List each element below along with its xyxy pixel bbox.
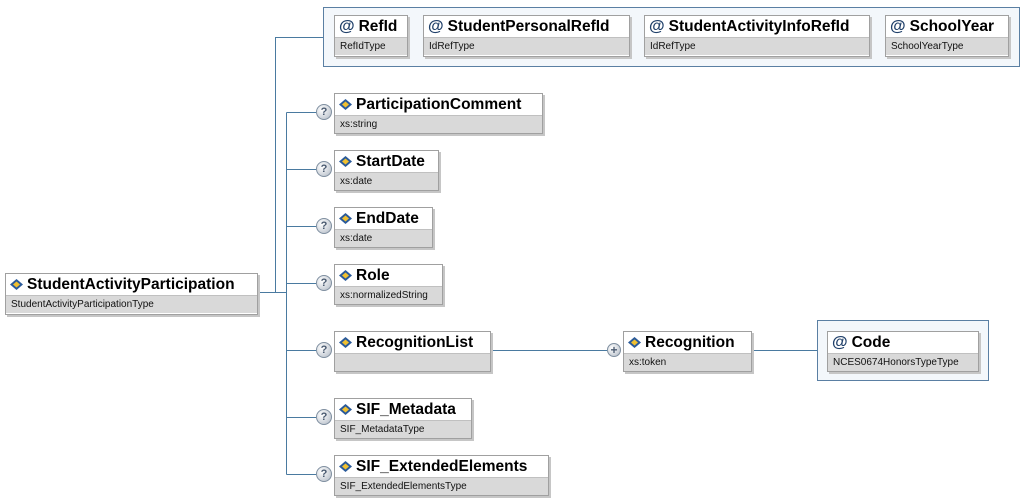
element-type: xs:date [335, 229, 432, 247]
element-icon [628, 337, 641, 348]
element-name: RecognitionList [356, 333, 474, 351]
attribute-name: StudentActivityInfoRefId [668, 17, 850, 35]
element-type: xs:string [335, 115, 542, 133]
element-role[interactable]: Role xs:normalizedString [334, 264, 443, 305]
root-element-name: StudentActivityParticipation [27, 275, 235, 293]
optional-marker: ? [316, 342, 332, 358]
element-icon [339, 404, 352, 415]
optional-marker: ? [316, 218, 332, 234]
element-name: Role [356, 266, 390, 284]
attribute-type: IdRefType [645, 37, 869, 55]
element-name: Recognition [645, 333, 735, 351]
root-element-type: StudentActivityParticipationType [6, 295, 257, 313]
attribute-at-icon: @ [649, 17, 665, 35]
element-icon [339, 213, 352, 224]
element-name: StartDate [356, 152, 425, 170]
attribute-type: SchoolYearType [886, 37, 1008, 55]
attribute-schoolyear[interactable]: @SchoolYear SchoolYearType [885, 15, 1009, 57]
element-icon [339, 270, 352, 281]
attribute-name: Code [851, 333, 891, 351]
element-icon [339, 337, 352, 348]
element-icon [339, 461, 352, 472]
element-icon [339, 156, 352, 167]
attribute-refid[interactable]: @RefId RefIdType [334, 15, 408, 57]
attribute-at-icon: @ [428, 17, 444, 35]
element-startdate[interactable]: StartDate xs:date [334, 150, 439, 191]
attribute-studentpersonalrefid[interactable]: @StudentPersonalRefId IdRefType [423, 15, 630, 57]
element-icon [339, 99, 352, 110]
optional-marker: ? [316, 409, 332, 425]
element-type: xs:normalizedString [335, 286, 442, 304]
element-type: SIF_MetadataType [335, 420, 471, 438]
attribute-name: SchoolYear [909, 17, 995, 35]
element-name: EndDate [356, 209, 419, 227]
element-recognitionlist[interactable]: RecognitionList [334, 331, 491, 372]
element-recognition[interactable]: Recognition xs:token [623, 331, 752, 372]
element-name: SIF_ExtendedElements [356, 457, 528, 475]
attribute-type: IdRefType [424, 37, 629, 55]
root-element-box[interactable]: StudentActivityParticipation StudentActi… [5, 273, 258, 315]
attribute-name: StudentPersonalRefId [447, 17, 610, 35]
element-type [335, 353, 490, 371]
optional-marker: ? [316, 275, 332, 291]
element-type: xs:date [335, 172, 438, 190]
element-sif-extendedelements[interactable]: SIF_ExtendedElements SIF_ExtendedElement… [334, 455, 549, 496]
attribute-at-icon: @ [339, 17, 355, 35]
element-participationcomment[interactable]: ParticipationComment xs:string [334, 93, 543, 134]
attribute-type: RefIdType [335, 37, 407, 55]
attribute-code[interactable]: @Code NCES0674HonorsTypeType [827, 331, 979, 372]
element-enddate[interactable]: EndDate xs:date [334, 207, 433, 248]
attribute-type: NCES0674HonorsTypeType [828, 353, 978, 371]
optional-marker: ? [316, 104, 332, 120]
element-type: SIF_ExtendedElementsType [335, 477, 548, 495]
element-sif-metadata[interactable]: SIF_Metadata SIF_MetadataType [334, 398, 472, 439]
element-icon [10, 279, 23, 290]
attribute-studentactivityinforefid[interactable]: @StudentActivityInfoRefId IdRefType [644, 15, 870, 57]
optional-marker: ? [316, 161, 332, 177]
attribute-at-icon: @ [890, 17, 906, 35]
attribute-at-icon: @ [832, 333, 848, 351]
optional-marker: ? [316, 466, 332, 482]
attribute-name: RefId [358, 17, 398, 35]
element-name: SIF_Metadata [356, 400, 456, 418]
element-type: xs:token [624, 353, 751, 371]
element-name: ParticipationComment [356, 95, 522, 113]
expand-button[interactable]: + [607, 343, 621, 357]
